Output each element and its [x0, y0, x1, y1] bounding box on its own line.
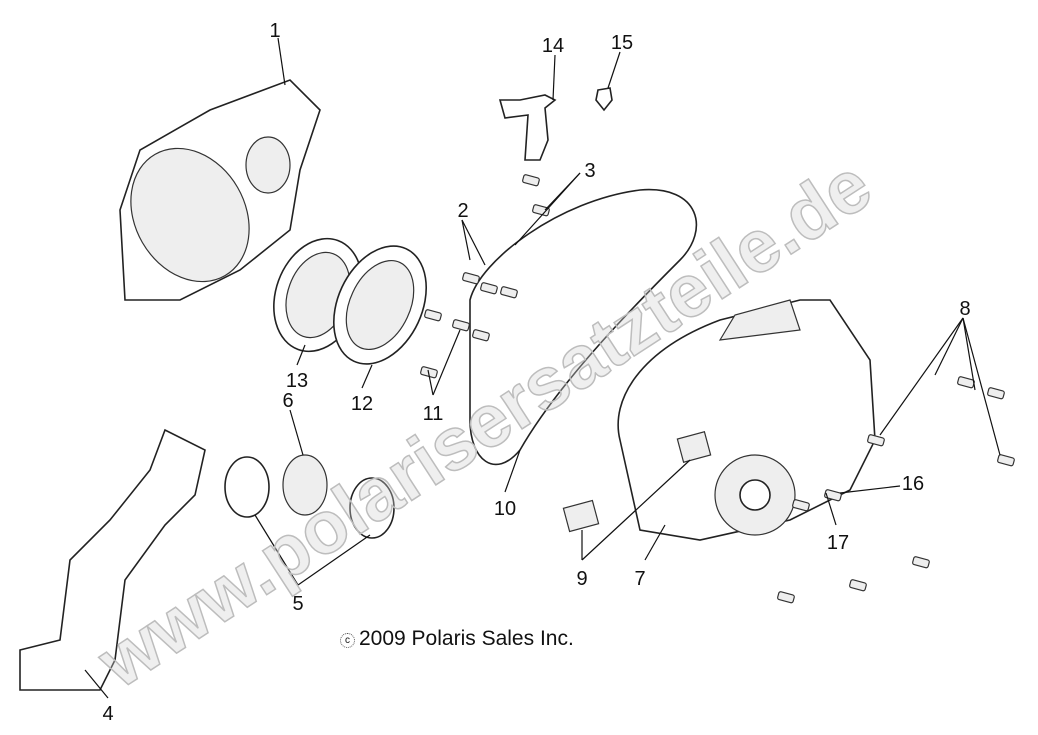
- leader-line: [289, 409, 304, 456]
- screw: [824, 489, 842, 502]
- callout-number: 1: [269, 20, 280, 42]
- label-decal: [676, 431, 712, 463]
- leader-line: [934, 317, 964, 376]
- cover-duct: [718, 299, 801, 341]
- leader-line: [461, 219, 471, 261]
- screw: [987, 387, 1005, 400]
- callout-number: 8: [959, 298, 970, 320]
- leader-line: [514, 172, 581, 246]
- leader-line: [962, 317, 976, 391]
- parts: [19, 79, 1015, 691]
- callouts: 1 14 15 2 3 8 13 12 11 6 10 16 17 9 7 5 4: [102, 20, 970, 725]
- screw: [480, 282, 498, 295]
- copyright-icon: c: [340, 633, 355, 648]
- leader-line: [504, 449, 521, 493]
- screw: [777, 591, 795, 604]
- screw: [867, 434, 885, 447]
- air-duct: [19, 428, 206, 691]
- outer-clutch-cover: [617, 299, 876, 541]
- copyright-notice: c 2009 Polaris Sales Inc.: [340, 627, 574, 651]
- cover-gasket: [469, 188, 698, 466]
- screw: [452, 319, 470, 332]
- callout-number: 16: [902, 473, 924, 495]
- screw: [522, 174, 540, 187]
- leader-line: [297, 534, 371, 586]
- duct-boot: [282, 454, 328, 516]
- leader-line: [962, 317, 1001, 456]
- leader-line: [427, 369, 434, 396]
- callout-number: 13: [286, 370, 308, 392]
- screw: [912, 556, 930, 569]
- callout-number: 6: [282, 390, 293, 412]
- decal: [562, 499, 600, 533]
- leader-line: [296, 344, 306, 366]
- callout-number: 17: [827, 532, 849, 554]
- copyright-text: 2009 Polaris Sales Inc.: [359, 627, 574, 650]
- screw: [424, 309, 442, 322]
- push-rivet: [595, 87, 613, 112]
- leader-lines: [84, 37, 1001, 699]
- callout-number: 11: [423, 403, 444, 425]
- screw: [472, 329, 490, 342]
- callout-number: 10: [494, 498, 516, 520]
- cover-opening: [130, 147, 250, 283]
- callout-number: 15: [611, 32, 633, 54]
- leader-line: [432, 329, 461, 396]
- leader-line: [254, 514, 299, 586]
- cover-boss-center: [739, 479, 771, 511]
- bracket: [498, 94, 557, 161]
- leader-line: [84, 669, 109, 699]
- cover-hub: [245, 136, 291, 194]
- leader-line: [581, 459, 691, 561]
- callout-number: 4: [102, 703, 113, 725]
- clamp: [349, 477, 395, 539]
- leader-line: [839, 485, 901, 494]
- callout-number: 12: [351, 393, 373, 415]
- callout-number: 14: [542, 35, 564, 57]
- screw: [849, 579, 867, 592]
- clamp: [224, 456, 270, 518]
- screw: [792, 499, 810, 512]
- leader-line: [879, 317, 964, 436]
- callout-number: 2: [457, 200, 468, 222]
- leader-line: [825, 492, 837, 526]
- screw: [997, 454, 1015, 467]
- screw: [957, 376, 975, 389]
- callout-number: 9: [576, 568, 587, 590]
- leader-line: [552, 54, 556, 101]
- seal-plate-inner: [345, 259, 415, 351]
- screw: [532, 204, 550, 217]
- callout-number: 3: [584, 160, 595, 182]
- screw: [462, 272, 480, 285]
- leader-line: [277, 37, 286, 86]
- leader-line: [644, 524, 666, 561]
- leader-line: [361, 364, 373, 389]
- leader-line: [607, 51, 621, 89]
- screw: [500, 286, 518, 299]
- leader-line: [461, 219, 486, 266]
- callout-number: 7: [634, 568, 645, 590]
- callout-number: 5: [292, 593, 303, 615]
